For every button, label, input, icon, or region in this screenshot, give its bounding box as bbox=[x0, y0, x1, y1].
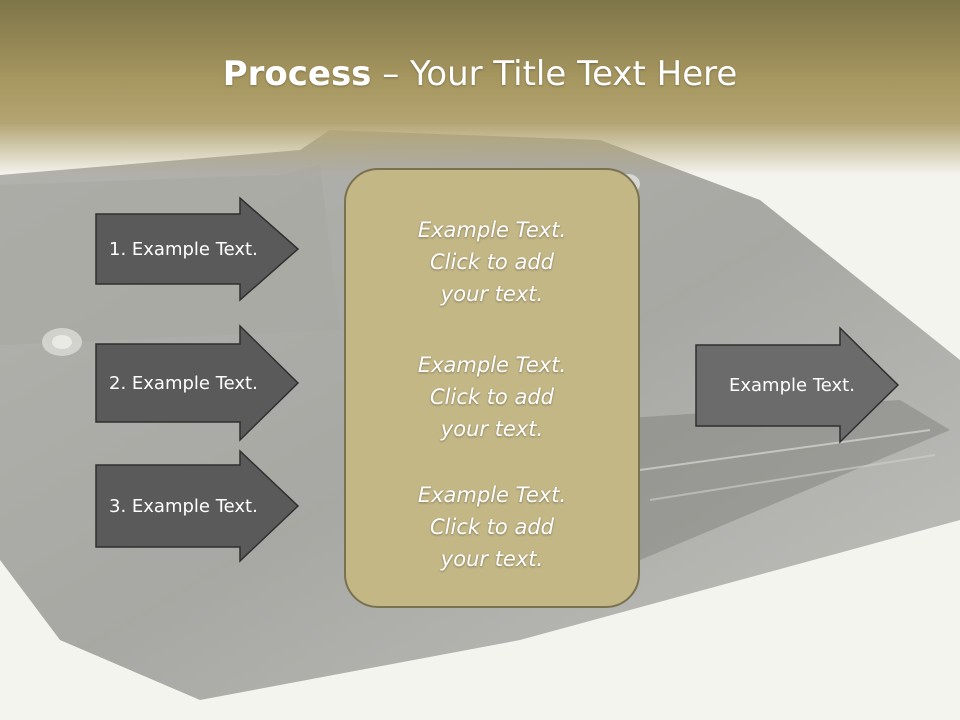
center-item-3[interactable]: Example Text. Click to add your text. bbox=[346, 479, 638, 575]
center-item-2-line1: Example Text. bbox=[417, 353, 567, 377]
arrow-3[interactable]: 3. Example Text. bbox=[95, 449, 300, 563]
arrow-shape bbox=[95, 324, 300, 442]
arrow-2[interactable]: 2. Example Text. bbox=[95, 324, 300, 442]
center-item-1-line1: Example Text. bbox=[417, 218, 567, 242]
center-item-1-line3: your text. bbox=[440, 282, 544, 306]
arrow-1-label: 1. Example Text. bbox=[109, 238, 258, 260]
arrow-shape bbox=[95, 449, 300, 563]
arrow-1[interactable]: 1. Example Text. bbox=[95, 196, 300, 302]
center-item-1[interactable]: Example Text. Click to add your text. bbox=[346, 214, 638, 310]
center-item-2-line3: your text. bbox=[440, 417, 544, 441]
arrow-right[interactable]: Example Text. bbox=[695, 326, 900, 444]
title-bold: Process bbox=[222, 54, 372, 94]
center-item-3-line1: Example Text. bbox=[417, 483, 567, 507]
arrow-right-label: Example Text. bbox=[729, 374, 855, 396]
center-item-2[interactable]: Example Text. Click to add your text. bbox=[346, 349, 638, 445]
arrow-2-label: 2. Example Text. bbox=[109, 372, 258, 394]
center-item-1-line2: Click to add bbox=[429, 250, 554, 274]
slide-title: Process – Your Title Text Here bbox=[0, 52, 960, 96]
center-item-3-line2: Click to add bbox=[429, 515, 554, 539]
title-rest: – Your Title Text Here bbox=[371, 54, 738, 94]
arrow-shape bbox=[95, 196, 300, 302]
arrow-shape bbox=[695, 326, 900, 444]
arrow-3-label: 3. Example Text. bbox=[109, 495, 258, 517]
center-item-3-line3: your text. bbox=[440, 547, 544, 571]
center-content-box[interactable]: Example Text. Click to add your text. Ex… bbox=[344, 168, 640, 608]
center-item-2-line2: Click to add bbox=[429, 385, 554, 409]
header-band bbox=[0, 0, 960, 175]
